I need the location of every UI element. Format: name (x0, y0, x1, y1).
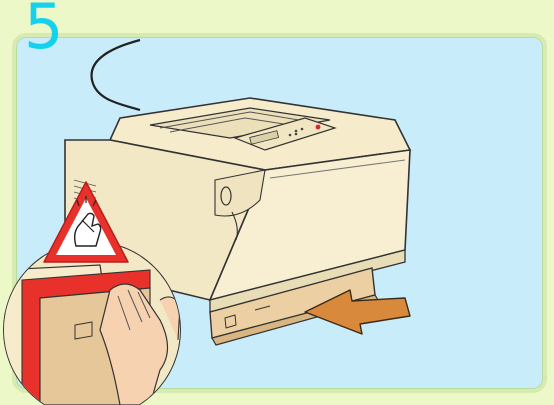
power-cord (92, 40, 140, 110)
status-light-icon (316, 125, 321, 130)
step-number: 5 (24, 0, 63, 58)
